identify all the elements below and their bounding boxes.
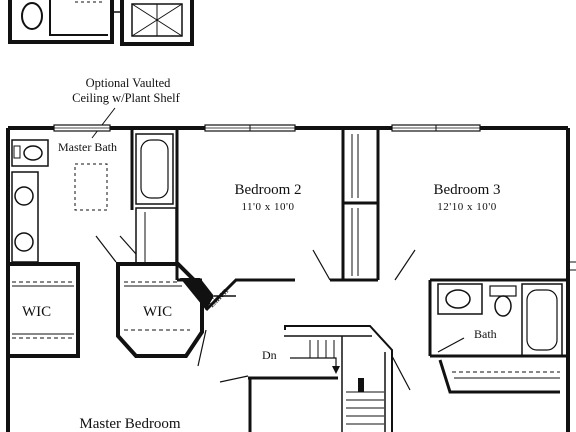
hall-bath xyxy=(428,280,568,394)
master-bedroom-label: Master Bedroom xyxy=(79,416,181,432)
bedroom2-dimensions: 11'0 x 10'0 xyxy=(241,201,294,213)
wic-left xyxy=(8,262,80,358)
bedroom-2-walls xyxy=(177,249,416,282)
bedroom-closets xyxy=(341,128,380,280)
vaulted-note-line2: Ceiling w/Plant Shelf xyxy=(72,91,180,105)
bedroom3-dimensions: 12'10 x 10'0 xyxy=(437,201,496,213)
bedroom3-label: Bedroom 3 xyxy=(433,182,500,198)
vaulted-note-line1: Optional Vaulted xyxy=(86,76,172,90)
windows xyxy=(53,124,481,132)
bedroom2-label: Bedroom 2 xyxy=(234,182,301,198)
upper-plan-fragment xyxy=(8,0,194,46)
bath-label: Bath xyxy=(474,327,497,341)
stairs-down-label: Dn xyxy=(262,348,277,362)
wic-center-label: WIC xyxy=(143,304,172,320)
master-bath-label: Master Bath xyxy=(58,140,117,154)
linen-closet xyxy=(180,278,250,367)
staircase xyxy=(219,325,411,432)
note-leader xyxy=(91,107,116,139)
wic-center xyxy=(116,262,204,358)
wic-left-label: WIC xyxy=(22,304,51,320)
